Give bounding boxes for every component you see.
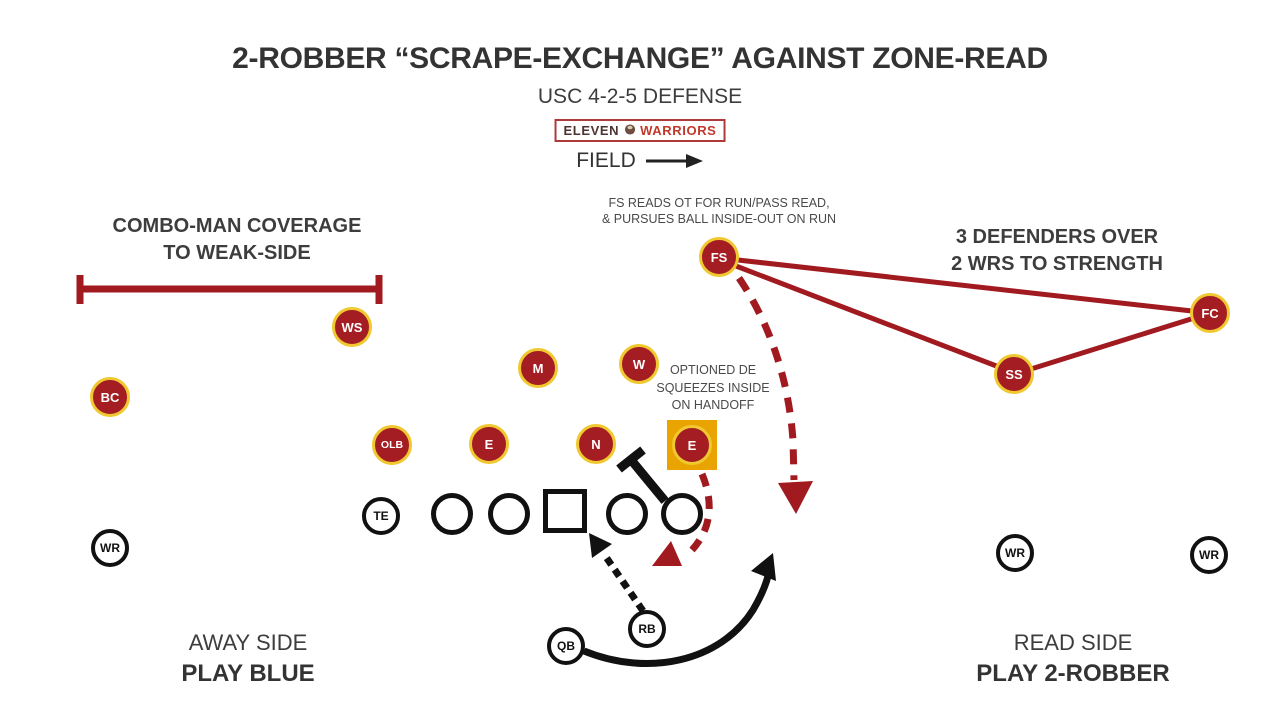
ol-lg-guard	[431, 493, 473, 535]
badge-eleven-text: ELEVEN	[563, 123, 620, 138]
optioned-de-line-3: ON HANDOFF	[671, 398, 755, 412]
player-ss: SS	[994, 354, 1034, 394]
player-rb: RB	[628, 610, 666, 648]
qb-keep-path	[582, 575, 772, 667]
optioned-de-annotation: OPTIONED DE SQUEEZES INSIDE ON HANDOFF	[633, 362, 793, 415]
optioned-de-line-1: OPTIONED DE	[669, 363, 757, 377]
combo-line-2: TO WEAK-SIDE	[163, 242, 311, 264]
player-wr-wide: WR	[1190, 536, 1228, 574]
player-wr-weak: WR	[91, 529, 129, 567]
player-bc: BC	[90, 377, 130, 417]
player-e-weak: E	[469, 424, 509, 464]
away-side-label: AWAY SIDE PLAY BLUE	[68, 628, 428, 690]
buckeye-icon	[624, 123, 635, 138]
ol-lt-tackle	[488, 493, 530, 535]
away-side-line: AWAY SIDE	[188, 630, 308, 655]
read-side-line: READ SIDE	[1013, 630, 1133, 655]
strength-defenders-annotation: 3 DEFENDERS OVER 2 WRS TO STRENGTH	[877, 224, 1237, 278]
player-wr-slot: WR	[996, 534, 1034, 572]
eleven-warriors-logo: ELEVEN WARRIORS	[554, 119, 726, 142]
read-side-label: READ SIDE PLAY 2-ROBBER	[893, 628, 1253, 690]
rb-inside-zone-arrowhead	[589, 533, 612, 558]
tackle-block-line	[616, 446, 669, 504]
de-squeeze-path	[689, 472, 713, 553]
play-2robber-line: PLAY 2-ROBBER	[976, 660, 1170, 687]
fs-read-line-2: & PURSUES BALL INSIDE-OUT ON RUN	[601, 212, 837, 226]
strength-line-2: 2 WRS TO STRENGTH	[951, 253, 1163, 275]
fs-read-annotation: FS READS OT FOR RUN/PASS READ, & PURSUES…	[539, 195, 899, 227]
player-olb: OLB	[372, 425, 412, 465]
player-w: W	[619, 344, 659, 384]
page-title: 2-ROBBER “SCRAPE-EXCHANGE” AGAINST ZONE-…	[232, 42, 1048, 75]
combo-line-1: COMBO-MAN COVERAGE	[112, 215, 362, 237]
badge-warriors-text: WARRIORS	[640, 123, 717, 138]
strength-line-1: 3 DEFENDERS OVER	[955, 226, 1159, 248]
qb-keep-arrowhead	[751, 553, 776, 581]
ol-rt-tackle	[661, 493, 703, 535]
coverage-triangle-lines	[733, 257, 1195, 372]
player-e-read-optioned: E	[672, 425, 712, 465]
player-fs: FS	[699, 237, 739, 277]
fs-read-line-1: FS READS OT FOR RUN/PASS READ,	[608, 196, 830, 210]
field-arrow-icon	[645, 154, 703, 168]
player-ws: WS	[332, 307, 372, 347]
player-fc: FC	[1190, 293, 1230, 333]
player-qb: QB	[547, 627, 585, 665]
ol-rg-guard	[606, 493, 648, 535]
fs-pursuit-arrowhead	[778, 481, 813, 514]
player-n: N	[576, 424, 616, 464]
player-m: M	[518, 348, 558, 388]
rb-inside-zone-path	[601, 552, 646, 613]
player-te: TE	[362, 497, 400, 535]
page-subtitle: USC 4-2-5 DEFENSE	[537, 85, 743, 108]
de-squeeze-arrowhead	[652, 541, 682, 566]
combo-coverage-bracket	[76, 275, 383, 304]
combo-coverage-annotation: COMBO-MAN COVERAGE TO WEAK-SIDE	[57, 213, 417, 267]
ol-center	[543, 489, 587, 533]
fs-pursuit-path	[736, 276, 798, 481]
play-blue-line: PLAY BLUE	[181, 660, 315, 687]
optioned-de-line-2: SQUEEZES INSIDE	[656, 380, 770, 395]
field-label: FIELD	[576, 149, 636, 172]
field-direction: FIELD	[0, 149, 1280, 173]
